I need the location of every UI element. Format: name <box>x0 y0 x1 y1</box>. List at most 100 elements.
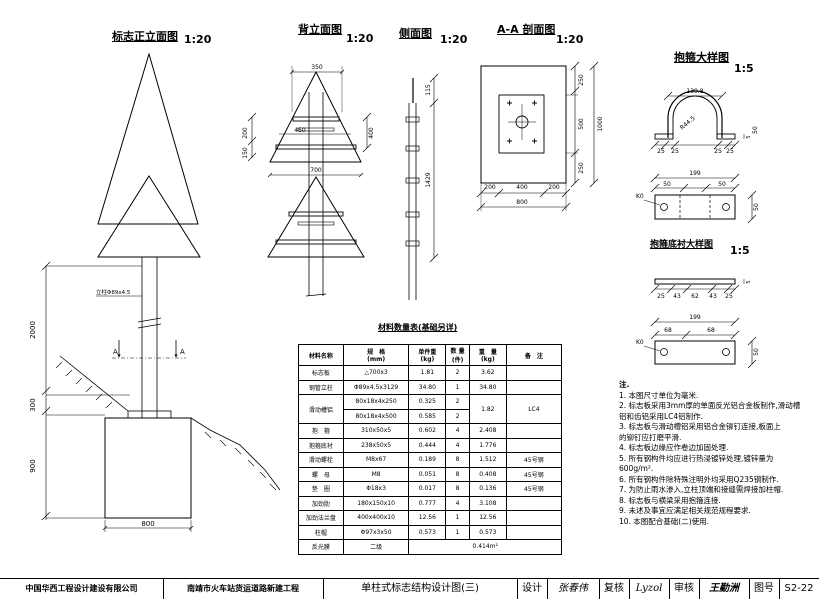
cell: 8 <box>445 481 470 497</box>
back-channel-4 <box>275 239 357 245</box>
cell: 加劲肋 <box>298 495 344 511</box>
ground-right <box>190 417 281 491</box>
cell: 1.81 <box>408 365 447 381</box>
dim-front-a-left: A <box>113 348 118 356</box>
front-base-plate <box>127 410 172 419</box>
dim-clamp-k0: K0 <box>636 193 644 200</box>
cell: 0.051 <box>408 466 447 482</box>
front-post-break <box>137 317 162 329</box>
cell: 柱帽 <box>298 524 344 540</box>
cell <box>505 365 563 381</box>
review-signature: Lyzol <box>629 579 670 599</box>
cell: 1.512 <box>468 452 507 468</box>
dim-sec-500: 500 <box>578 118 585 130</box>
dim-liner-68b: 68 <box>707 327 715 334</box>
dim-liner-43b: 43 <box>709 293 717 300</box>
scale-front: 1:20 <box>184 33 212 46</box>
dim-clamp-50c: 50 <box>753 203 760 211</box>
cell: 80x18x4x250 <box>342 394 410 410</box>
dim-liner-43a: 43 <box>673 293 681 300</box>
title-clamp-liner: 抱箍底衬大样图 <box>650 240 714 250</box>
scale-clamp-liner: 1:5 <box>730 244 750 257</box>
back-elevation <box>247 66 372 297</box>
dim-clamp-50-right: 50 <box>752 126 759 134</box>
note-line: 5. 所有钢构件均应进行热浸镀锌处理,镀锌量为 <box>619 453 774 463</box>
note-line: 的铆钉应打磨平滑. <box>619 432 682 442</box>
note-line: 9. 未述及事宜应满足相关规范规程要求. <box>619 506 751 515</box>
dim-clamp-25c: 25 <box>714 148 722 155</box>
design-label: 设计 <box>517 579 548 599</box>
title-block: 中国华西工程设计建设有限公司 南靖市火车站货运道路新建工程 单柱式标志结构设计图… <box>0 578 819 599</box>
liner-side <box>654 278 736 285</box>
cell <box>505 423 563 439</box>
dim-front-800: 800 <box>141 520 154 528</box>
note-line: 7. 为防止雨水渗入,立柱顶端和接缝需焊接加柱帽. <box>619 485 784 494</box>
dim-sec-800: 800 <box>516 199 528 206</box>
note-line: 600g/m². <box>619 464 654 473</box>
back-channel-2 <box>275 144 357 150</box>
cell: 滑动螺栓 <box>298 452 344 468</box>
dim-liner-62: 62 <box>691 293 699 300</box>
cell: 45号钢 <box>505 466 563 482</box>
front-sign-lower <box>97 175 201 258</box>
cell: 1.776 <box>468 437 507 453</box>
cell: 滑动槽铝 <box>298 394 344 424</box>
dim-liner-k0: K0 <box>636 339 644 346</box>
cell: 180x150x10 <box>342 495 410 511</box>
dim-clamp-25d: 25 <box>726 148 734 155</box>
cell: △700x3 <box>342 365 410 381</box>
scale-side: 1:20 <box>440 33 468 46</box>
dim-clamp-5: 5 <box>746 135 752 138</box>
cell: 钢管立柱 <box>298 379 344 395</box>
cell: 8 <box>445 466 470 482</box>
notes-block: 注. 1. 本图尺寸单位为毫米. 2. 标志板采用3mm厚的单面反光铝合金板制作… <box>619 380 817 527</box>
cell <box>505 379 563 395</box>
title-back: 背立面图 <box>298 23 342 36</box>
cell: 8 <box>445 452 470 468</box>
cell: 0.414m² <box>408 539 562 555</box>
cell: 80x18x4x500 <box>342 408 410 424</box>
dim-clamp-50b: 50 <box>718 181 726 188</box>
dim-front-2000: 2000 <box>29 321 37 339</box>
cell: 1 <box>445 510 470 526</box>
front-elevation <box>41 52 281 532</box>
note-line: 8. 标志板与横梁采用抱箍连接. <box>619 495 721 505</box>
dim-front-300: 300 <box>29 398 37 411</box>
scale-section: 1:20 <box>556 33 584 46</box>
materials-title: 材料数量表(基础另详) <box>378 323 458 332</box>
dim-sec-250a: 250 <box>578 74 585 86</box>
cell: 1.82 <box>468 394 507 424</box>
cell <box>505 524 563 540</box>
dim-front-900: 900 <box>29 459 37 472</box>
cell: 标志板 <box>298 365 344 381</box>
cell: 0.408 <box>468 466 507 482</box>
cell: 0.136 <box>468 481 507 497</box>
cell <box>505 495 563 511</box>
dim-clamp-199: 199 <box>689 170 701 177</box>
note-line: 10. 本图配合基础(二)使用. <box>619 516 710 526</box>
cell: 0.444 <box>408 437 447 453</box>
back-channel-1 <box>292 116 340 122</box>
cell: 加劲法兰盘 <box>298 510 344 526</box>
scale-back: 1:20 <box>346 32 374 45</box>
cell: 0.189 <box>408 452 447 468</box>
scale-clamp: 1:5 <box>734 62 754 75</box>
front-foundation <box>104 417 192 519</box>
front-sign-upper <box>97 52 199 225</box>
clamp-liner-detail <box>643 278 757 369</box>
dim-back-200: 200 <box>242 127 249 139</box>
dim-liner-199: 199 <box>689 314 701 321</box>
dim-sec-400: 400 <box>516 184 528 191</box>
cell: 0.777 <box>408 495 447 511</box>
note-line: 铝和齿铝采用LC4铝制作. <box>619 411 704 421</box>
number-label: 图号 <box>749 579 780 599</box>
dim-liner-25a: 25 <box>657 293 665 300</box>
clamp-plan <box>654 194 736 220</box>
cell: 抱 箍 <box>298 423 344 439</box>
dim-sec-250b: 250 <box>578 162 585 174</box>
